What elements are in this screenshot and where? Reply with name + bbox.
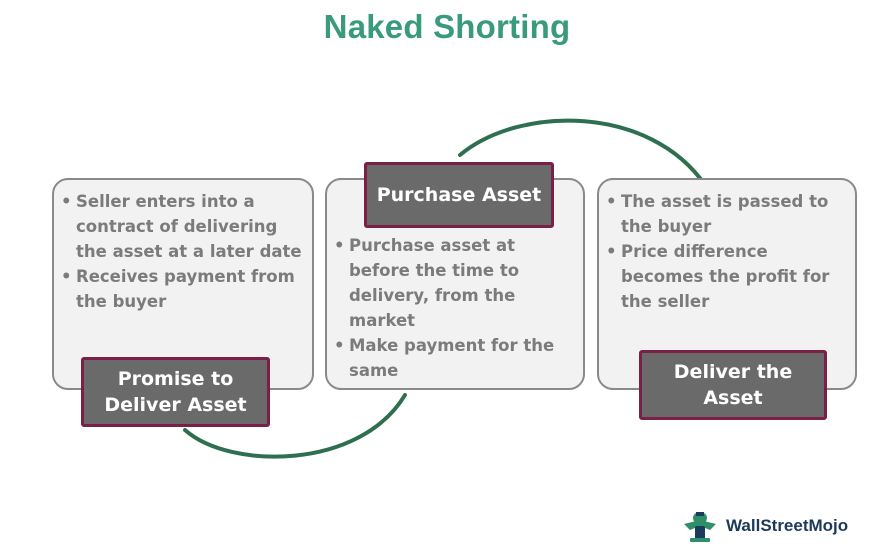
- bullet-item: Receives payment from the buyer: [60, 264, 306, 314]
- bullet-item: The asset is passed to the buyer: [605, 189, 849, 239]
- step-label-promise: Promise to Deliver Asset: [81, 357, 270, 427]
- brand-name: WallStreetMojo: [726, 516, 849, 535]
- bullet-item: Purchase asset at before the time to del…: [333, 233, 577, 333]
- step-bullets-deliver: The asset is passed to the buyer Price d…: [605, 189, 849, 314]
- step-label-purchase: Purchase Asset: [364, 162, 554, 228]
- bullet-item: Seller enters into a contract of deliver…: [60, 189, 306, 264]
- bullet-item: Make payment for the same: [333, 333, 577, 383]
- step-bullets-promise: Seller enters into a contract of deliver…: [60, 189, 306, 314]
- step-bullets-purchase: Purchase asset at before the time to del…: [333, 233, 577, 383]
- diagram-title: Naked Shorting: [323, 8, 571, 45]
- bullet-item: Price difference becomes the profit for …: [605, 239, 849, 314]
- step-label-deliver: Deliver the Asset: [639, 350, 827, 420]
- brand-icon: [684, 512, 716, 542]
- brand-logo: WallStreetMojo: [680, 508, 848, 544]
